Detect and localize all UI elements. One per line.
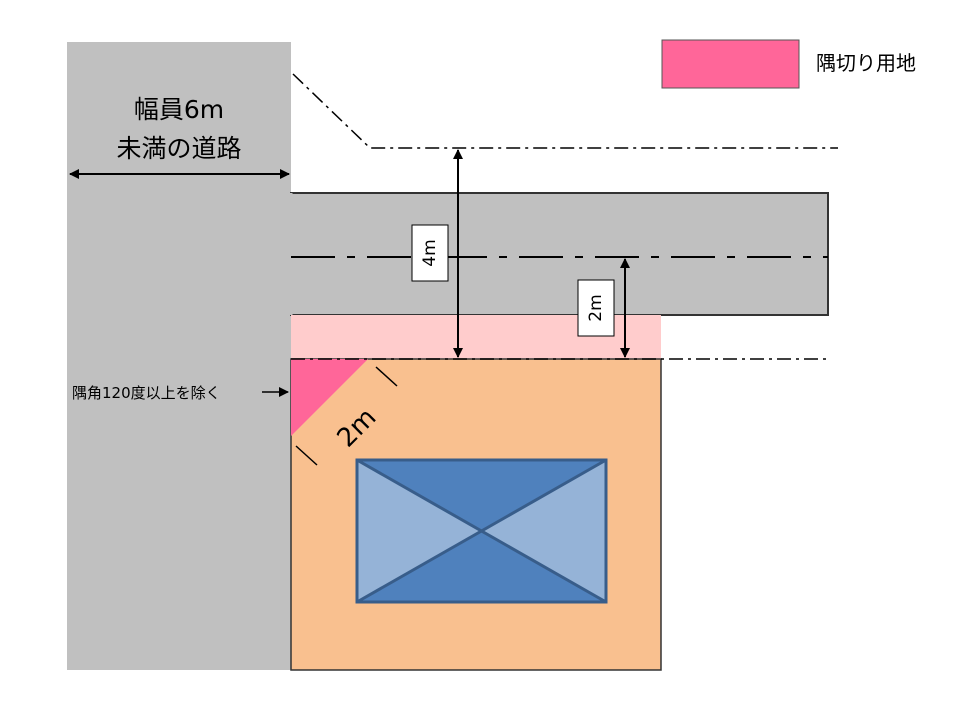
corner-dimension-tick-top: [375, 366, 398, 387]
corner-cut-area: [291, 359, 368, 436]
road-label-line2: 未満の道路: [116, 134, 241, 163]
dimension-2m-box: [577, 279, 615, 337]
legend: 隅切り用地: [661, 39, 916, 89]
legend-swatch: [661, 39, 800, 89]
building-left-triangle: [357, 460, 482, 602]
corner-note: 隅角120度以上を除く: [72, 384, 221, 402]
legend-label: 隅切り用地: [816, 51, 916, 75]
dimension-2m-label: 2m: [586, 294, 606, 321]
building: [355, 458, 608, 604]
building-right-triangle: [482, 460, 606, 602]
dimension-4m-box: [411, 224, 449, 282]
road-label-line1: 幅員6m: [134, 95, 224, 124]
far-boundary-line: [292, 73, 838, 149]
building-bottom-triangle: [357, 531, 606, 602]
building-outline: [355, 458, 608, 604]
vertical-road: [67, 42, 291, 670]
building-diagonal-b: [356, 458, 607, 604]
dimension-4m-label: 4m: [420, 239, 440, 266]
horizontal-road: [290, 192, 829, 316]
building-top-triangle: [357, 460, 606, 531]
corner-dimension-tick-bottom: [295, 445, 318, 466]
